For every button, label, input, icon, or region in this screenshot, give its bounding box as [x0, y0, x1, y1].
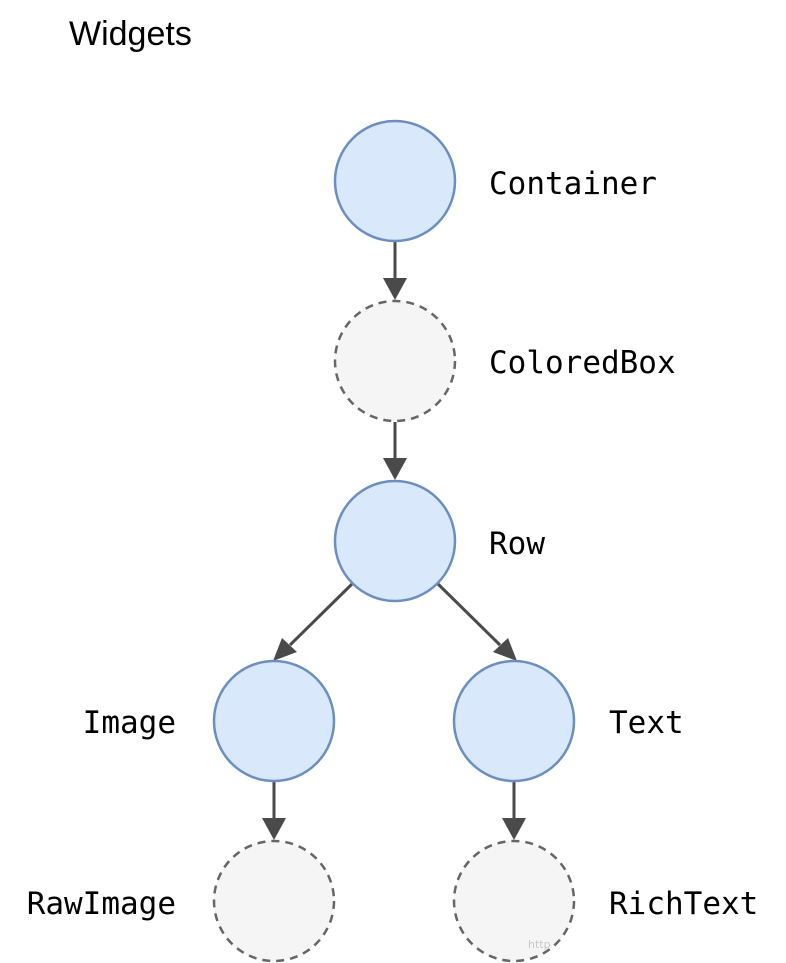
edge-container-coloredbox — [383, 242, 407, 300]
diagram-title: Widgets — [69, 15, 192, 53]
edge-row-image — [273, 582, 354, 661]
node-container — [333, 119, 457, 243]
node-label-image: Image — [83, 705, 176, 741]
node-label-text: Text — [609, 705, 684, 741]
node-image — [212, 659, 336, 783]
node-label-container: Container — [489, 166, 657, 202]
node-label-row: Row — [489, 526, 545, 562]
node-coloredbox — [333, 299, 457, 423]
node-label-richtext: RichText — [609, 886, 758, 922]
edges — [262, 242, 526, 840]
node-label-rawimage: RawImage — [27, 886, 176, 922]
edge-row-text — [436, 582, 517, 661]
nodes: Container ColoredBox Row Image Text RawI… — [27, 119, 758, 963]
edge-image-rawimage — [262, 782, 286, 840]
node-row — [333, 479, 457, 603]
node-label-coloredbox: ColoredBox — [489, 345, 676, 381]
edge-coloredbox-row — [383, 422, 407, 480]
node-rawimage — [212, 839, 336, 963]
watermark-text: http — [528, 938, 551, 951]
node-richtext — [452, 839, 576, 963]
node-text — [452, 659, 576, 783]
edge-text-richtext — [502, 782, 526, 840]
